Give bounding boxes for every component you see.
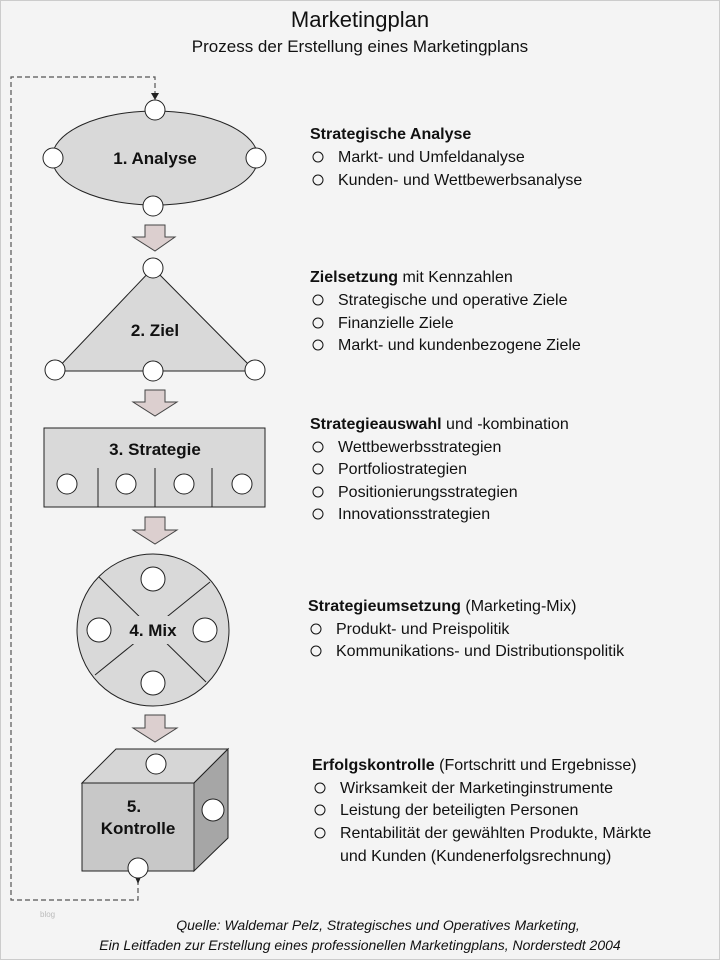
- source-line-2: Ein Leitfaden zur Erstellung eines profe…: [99, 937, 621, 953]
- step-mix: 4. Mix: [76, 553, 230, 707]
- step-strategie: 3. Strategie: [43, 427, 266, 508]
- step-label: 1. Analyse: [113, 149, 196, 168]
- svg-text:Strategische Analyse: Strategische Analyse: [310, 126, 471, 143]
- section-analyse: Strategische Analyse Markt- und Umfeldan…: [310, 126, 582, 189]
- step-kontrolle: 5. Kontrolle: [80, 747, 230, 879]
- svg-text:Innovationsstrategien: Innovationsstrategien: [338, 506, 490, 523]
- source-line-1: Quelle: Waldemar Pelz, Strategisches und…: [176, 917, 580, 933]
- svg-text:Kommunikations- und Distributi: Kommunikations- und Distributionspolitik: [336, 643, 625, 660]
- section-kontrolle: Erfolgskontrolle (Fortschritt und Ergebn…: [312, 757, 651, 865]
- svg-text:Produkt- und Preispolitik: Produkt- und Preispolitik: [336, 621, 510, 638]
- section-ziel: Zielsetzung mit Kennzahlen Strategische …: [310, 269, 581, 354]
- step-ziel: 2. Ziel: [44, 257, 266, 382]
- svg-text:Rentabilität der gewählten Pro: Rentabilität der gewählten Produkte, Mär…: [340, 825, 651, 842]
- section-mix: Strategieumsetzung (Marketing-Mix) Produ…: [308, 598, 625, 660]
- down-arrow-icon: [131, 714, 179, 743]
- svg-text:Markt- und Umfeldanalyse: Markt- und Umfeldanalyse: [338, 149, 525, 166]
- down-arrow-icon: [131, 389, 179, 417]
- svg-text:Leistung der beteiligten Perso: Leistung der beteiligten Personen: [340, 802, 578, 819]
- svg-text:Strategische und operative Zie: Strategische und operative Ziele: [338, 292, 568, 309]
- svg-text:Kunden- und Wettbewerbsanalyse: Kunden- und Wettbewerbsanalyse: [338, 172, 582, 189]
- step-label-number: 5.: [127, 797, 141, 816]
- title: Marketingplan: [291, 7, 429, 32]
- svg-text:und Kunden (Kundenerfolgsrechn: und Kunden (Kundenerfolgsrechnung): [340, 848, 611, 865]
- section-strategie: Strategieauswahl und -kombination Wettbe…: [310, 416, 569, 523]
- svg-text:Wettbewerbsstrategien: Wettbewerbsstrategien: [338, 439, 501, 456]
- subtitle: Prozess der Erstellung eines Marketingpl…: [192, 37, 528, 56]
- svg-text:Wirksamkeit der Marketinginstr: Wirksamkeit der Marketinginstrumente: [340, 780, 613, 797]
- step-label: 3. Strategie: [109, 440, 201, 459]
- down-arrow-icon: [131, 224, 177, 252]
- svg-text:Strategieumsetzung (Marketing-: Strategieumsetzung (Marketing-Mix): [308, 598, 576, 615]
- svg-text:Strategieauswahl und -kombinat: Strategieauswahl und -kombination: [310, 416, 569, 433]
- feedback-loop-arrow: [10, 76, 159, 901]
- step-analyse: 1. Analyse: [42, 99, 267, 217]
- down-arrow-icon: [131, 516, 179, 545]
- step-label: 4. Mix: [129, 621, 177, 640]
- step-label: 2. Ziel: [131, 321, 179, 340]
- svg-text:Erfolgskontrolle (Fortschritt: Erfolgskontrolle (Fortschritt und Ergebn…: [312, 757, 637, 774]
- svg-text:Finanzielle Ziele: Finanzielle Ziele: [338, 315, 454, 332]
- svg-text:Markt- und kundenbezogene Ziel: Markt- und kundenbezogene Ziele: [338, 337, 581, 354]
- step-label: Kontrolle: [101, 819, 176, 838]
- svg-text:Zielsetzung mit Kennzahlen: Zielsetzung mit Kennzahlen: [310, 269, 513, 286]
- svg-text:Positionierungsstrategien: Positionierungsstrategien: [338, 484, 518, 501]
- svg-text:Portfoliostrategien: Portfoliostrategien: [338, 461, 467, 478]
- watermark: blog: [40, 910, 55, 919]
